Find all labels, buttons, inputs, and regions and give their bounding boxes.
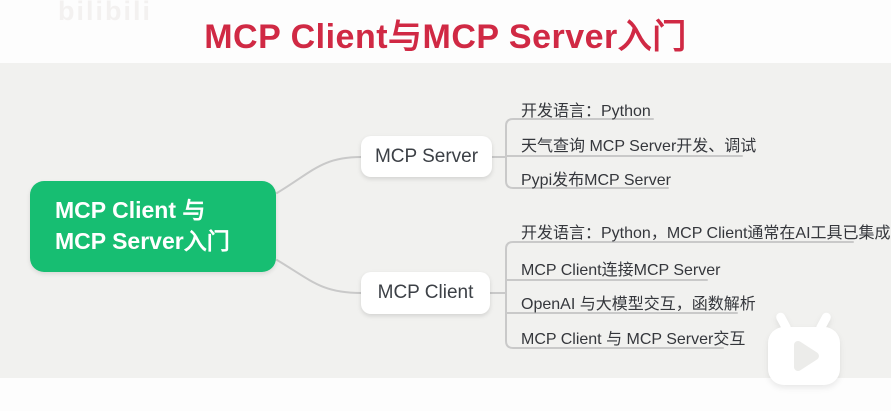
root-topic-line2: MCP Server入门 [55, 228, 230, 254]
leaf-client-server-interact[interactable]: MCP Client 与 MCP Server交互 [521, 331, 746, 348]
leaf-client-language[interactable]: 开发语言：Python，MCP Client通常在AI工具已集成 [521, 225, 891, 242]
page-title: MCP Client与MCP Server入门 [204, 18, 687, 56]
root-topic-line1: MCP Client 与 [55, 197, 206, 223]
branch-mcp-server[interactable]: MCP Server [361, 136, 492, 177]
leaf-server-pypi-publish[interactable]: Pypi发布MCP Server [521, 172, 671, 189]
branch-mcp-server-label: MCP Server [374, 145, 479, 167]
leaf-client-connect-server[interactable]: MCP Client连接MCP Server [521, 262, 721, 279]
bottom-bar [0, 378, 891, 411]
leaf-client-openai-interact[interactable]: OpenAI 与大模型交互，函数解析 [521, 296, 756, 313]
leaf-server-language[interactable]: 开发语言：Python [521, 103, 651, 120]
branch-mcp-client[interactable]: MCP Client [361, 272, 490, 314]
bilibili-watermark: bilibili [58, 0, 152, 26]
title-bar: bilibili MCP Client与MCP Server入门 [0, 0, 891, 63]
bilibili-tv-play-icon[interactable] [758, 306, 853, 396]
root-topic[interactable]: MCP Client 与 MCP Server入门 [30, 181, 276, 272]
branch-mcp-client-label: MCP Client [377, 282, 474, 303]
leaf-server-weather-dev[interactable]: 天气查询 MCP Server开发、调试 [521, 138, 757, 155]
